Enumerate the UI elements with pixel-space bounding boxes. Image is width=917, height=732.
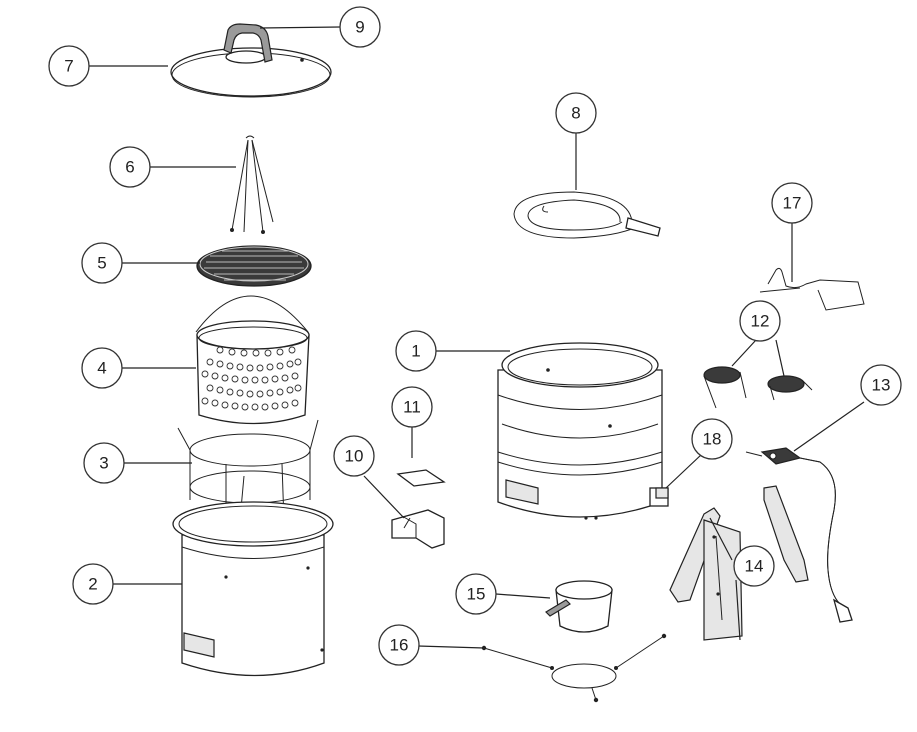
leader-lines	[89, 26, 865, 649]
callout-8: 8	[555, 92, 597, 134]
callout-4: 4	[81, 347, 123, 389]
callout-10: 10	[333, 435, 375, 477]
base-can-part	[172, 501, 334, 677]
callout-11: 11	[391, 386, 433, 428]
callout-6-label: 6	[125, 158, 134, 177]
callout-16-label: 16	[390, 636, 409, 655]
callout-17: 17	[771, 182, 813, 224]
callout-8-label: 8	[571, 104, 580, 123]
callout-4-label: 4	[97, 359, 106, 378]
grill-grate-part	[196, 245, 312, 287]
main-pot-part	[497, 342, 663, 520]
lid-handle-part	[223, 23, 273, 63]
trivet-part	[481, 633, 667, 703]
callout-3: 3	[83, 442, 125, 484]
callout-5-label: 5	[97, 254, 106, 273]
callout-18-label: 18	[703, 430, 722, 449]
callout-12-label: 12	[751, 312, 770, 331]
callout-14: 14	[733, 545, 775, 587]
callout-1-label: 1	[411, 342, 420, 361]
thermostat-cord-part	[745, 447, 853, 623]
heating-element-part	[513, 191, 661, 239]
callout-17-label: 17	[783, 194, 802, 213]
callout-15: 15	[455, 573, 497, 615]
callout-2-label: 2	[88, 575, 97, 594]
callout-9: 9	[339, 6, 381, 48]
callout-12: 12	[739, 300, 781, 342]
callout-1: 1	[395, 330, 437, 372]
callout-9-label: 9	[355, 18, 364, 37]
callout-10-label: 10	[345, 447, 364, 466]
callout-5: 5	[81, 242, 123, 284]
callout-6: 6	[109, 146, 151, 188]
measuring-cup-part	[545, 580, 613, 633]
basket-part	[195, 295, 310, 425]
callout-13: 13	[860, 364, 902, 406]
callout-16: 16	[378, 624, 420, 666]
callout-18: 18	[691, 418, 733, 460]
holder-bracket-part	[391, 509, 445, 549]
spacer-plate-part	[396, 469, 446, 487]
callout-13-label: 13	[872, 376, 891, 395]
callout-7-label: 7	[64, 57, 73, 76]
callout-7: 7	[48, 45, 90, 87]
callout-3-label: 3	[99, 454, 108, 473]
side-handles-part	[703, 366, 813, 409]
callout-11-label: 11	[403, 398, 421, 417]
thermostat-bracket-part	[649, 487, 669, 507]
lid-part	[170, 47, 332, 98]
bracket-part	[759, 267, 865, 311]
lifting-hook-part	[230, 135, 274, 234]
callout-15-label: 15	[467, 585, 486, 604]
callout-14-label: 14	[745, 557, 764, 576]
callout-2: 2	[72, 563, 114, 605]
legs-part	[669, 485, 809, 641]
